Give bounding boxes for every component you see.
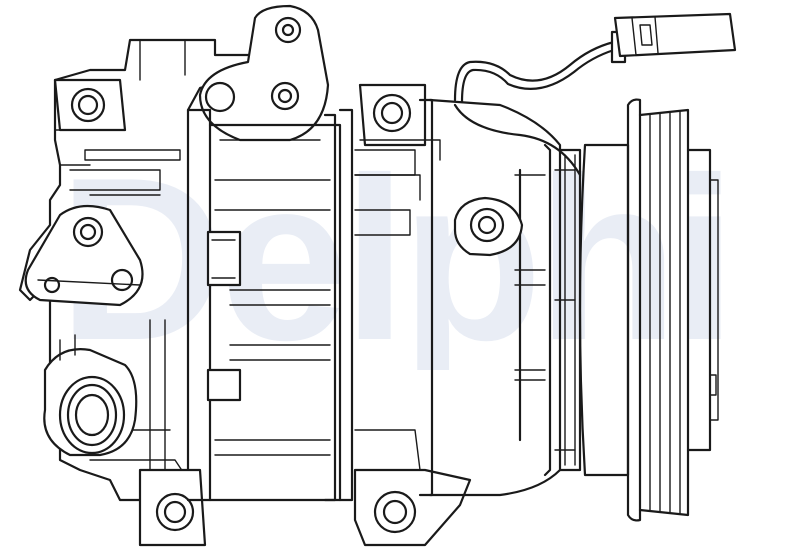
front-housing — [418, 98, 562, 497]
electrical-connector — [610, 12, 737, 64]
clutch-wire — [453, 40, 616, 177]
mount-ear-bottom-middle — [353, 429, 472, 547]
cylinder-body — [186, 108, 421, 502]
port-fitting-left — [24, 204, 144, 307]
mount-ear-bottom-left — [138, 468, 207, 547]
mount-ear-top-left — [53, 78, 127, 132]
control-valve-bracket — [198, 4, 330, 142]
pulley — [578, 98, 719, 522]
brand-watermark: Delphi — [58, 150, 737, 370]
mount-ear-top-middle — [358, 83, 441, 161]
hose-port-lower-left — [43, 334, 138, 457]
clutch-coil — [554, 148, 582, 472]
